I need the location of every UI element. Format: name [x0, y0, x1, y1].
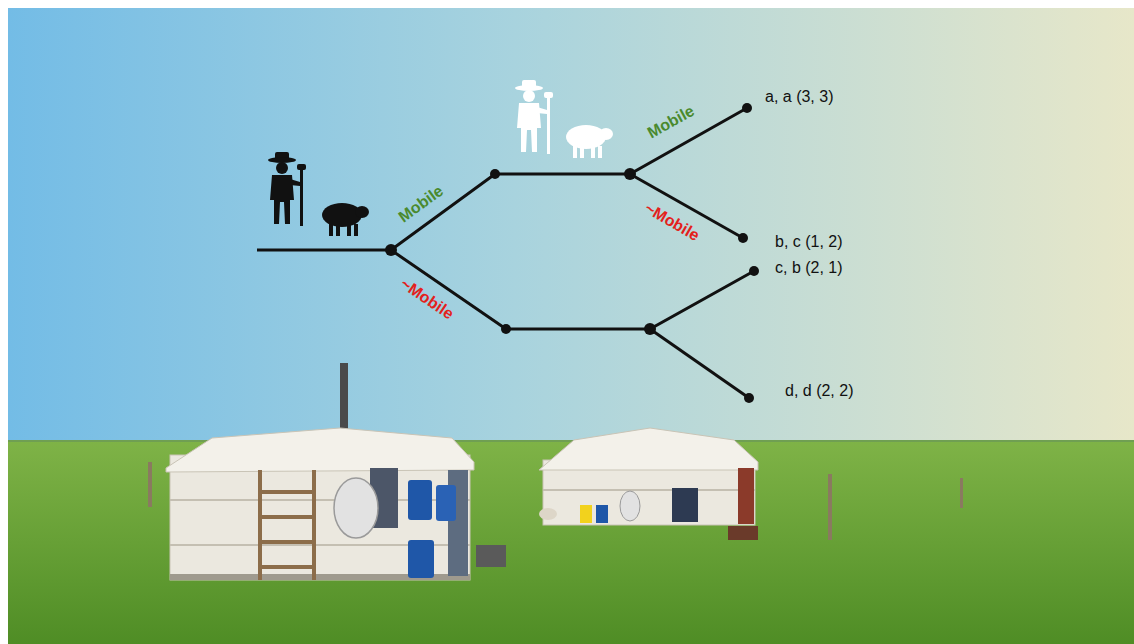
- sheep-leg: [598, 146, 602, 158]
- tree-branch: [650, 329, 749, 398]
- tree-dot: [738, 233, 748, 243]
- barrel: [408, 480, 432, 520]
- yurt-roof: [166, 428, 474, 472]
- payoff-label: a, a (3, 3): [765, 88, 833, 106]
- head: [523, 90, 535, 102]
- yurt-door: [738, 468, 754, 524]
- stovepipe: [340, 363, 348, 435]
- hanging-cloth: [672, 488, 698, 522]
- herder-icon: [268, 152, 306, 226]
- sheep-leg: [573, 146, 577, 158]
- payoff-label: d, d (2, 2): [785, 382, 853, 400]
- cart: [476, 545, 506, 567]
- payoff-label: c, b (2, 1): [775, 259, 843, 277]
- sheep-icon: [322, 203, 369, 236]
- staff: [300, 166, 303, 226]
- sheep-leg: [336, 224, 340, 236]
- sheep-leg: [591, 146, 595, 158]
- arm: [290, 179, 300, 186]
- horizon: [8, 440, 1134, 442]
- ladder-rung: [258, 515, 316, 519]
- sheep-head: [599, 128, 613, 140]
- ladder-rail: [258, 470, 262, 580]
- yurt-wall: [170, 455, 470, 580]
- fence-post: [828, 474, 832, 540]
- sheep-head: [355, 206, 369, 218]
- barrel: [436, 485, 456, 521]
- yurt-band: [543, 489, 755, 491]
- ladder-rung: [258, 540, 316, 544]
- arm: [537, 107, 547, 114]
- tree-dot: [742, 103, 752, 113]
- goat: [539, 508, 557, 520]
- staff-top: [297, 164, 306, 170]
- sheep-leg: [347, 224, 351, 236]
- ladder-rail: [312, 470, 316, 580]
- satellite-dish: [620, 491, 640, 521]
- sheep-leg: [580, 146, 584, 158]
- tree-dot: [749, 266, 759, 276]
- ladder-rung: [258, 490, 316, 494]
- tree-dot: [744, 393, 754, 403]
- sky: [8, 8, 1134, 444]
- head: [276, 162, 288, 174]
- tree-dot: [501, 324, 511, 334]
- ladder-rung: [258, 565, 316, 569]
- stove: [728, 526, 758, 540]
- canister: [580, 505, 592, 523]
- tree-dot: [624, 168, 636, 180]
- tree-branch: [391, 250, 754, 329]
- tree-dot: [644, 323, 656, 335]
- canister: [596, 505, 608, 523]
- payoff-label: b, c (1, 2): [775, 233, 843, 251]
- fence-post: [960, 478, 963, 508]
- staff-top: [544, 92, 553, 98]
- yurt-roof: [539, 428, 758, 470]
- staff: [547, 94, 550, 154]
- tree-dot: [385, 244, 397, 256]
- fence-post: [148, 462, 152, 507]
- sheep-icon: [566, 125, 613, 158]
- herder-icon: [515, 80, 553, 154]
- sheep-leg: [354, 224, 358, 236]
- sheep-leg: [329, 224, 333, 236]
- barrel: [408, 540, 434, 578]
- tree-dot: [490, 169, 500, 179]
- satellite-dish: [334, 478, 378, 538]
